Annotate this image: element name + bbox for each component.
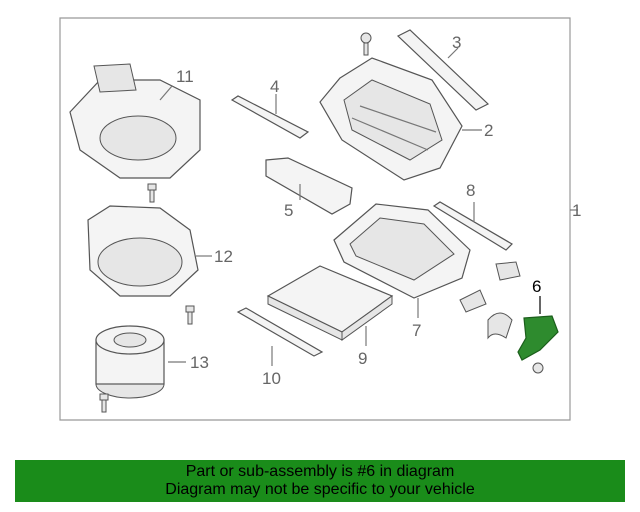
- label-10: 10: [262, 369, 281, 388]
- part-screw-6: [532, 362, 544, 374]
- label-13: 13: [190, 353, 209, 372]
- part-screw-top: [360, 32, 372, 56]
- diagram-frame: [59, 17, 571, 421]
- part-connector-b: [459, 289, 487, 313]
- label-9: 9: [358, 349, 367, 368]
- label-8: 8: [466, 181, 475, 200]
- part-8-bar: [432, 201, 513, 251]
- part-bolt-12: [185, 305, 195, 325]
- part-bolt-13: [99, 393, 109, 413]
- label-5: 5: [284, 201, 293, 220]
- label-7: 7: [412, 321, 421, 340]
- part-3-strip: [396, 29, 490, 111]
- label-11: 11: [176, 67, 194, 86]
- banner-line-1: Part or sub-assembly is #6 in diagram: [185, 463, 455, 480]
- label-1: 1: [572, 201, 581, 220]
- part-13-motor: [95, 325, 186, 399]
- part-5-duct: [265, 157, 353, 215]
- part-12-housing: [87, 205, 212, 297]
- part-10-bar: [236, 307, 324, 366]
- banner-line-2: Diagram may not be specific to your vehi…: [165, 481, 475, 498]
- part-11-housing: [69, 63, 201, 179]
- part-connector-a: [495, 261, 521, 281]
- label-4: 4: [270, 77, 279, 96]
- label-2: 2: [484, 121, 493, 140]
- part-bolt-11: [147, 183, 157, 203]
- label-6: 6: [532, 277, 541, 296]
- part-6-actuator: [517, 296, 559, 361]
- part-7-housing: [333, 203, 471, 318]
- part-bracket: [487, 312, 513, 340]
- info-banner: Part or sub-assembly is #6 in diagram Di…: [15, 460, 625, 502]
- parts-diagram: 1 2 3 4 5 6 7 8 9 10 11 12 13: [59, 17, 581, 421]
- label-3: 3: [452, 33, 461, 52]
- part-9-filter: [266, 265, 394, 346]
- label-12: 12: [214, 247, 233, 266]
- part-2-housing: [319, 57, 482, 181]
- part-4-bar: [230, 94, 310, 139]
